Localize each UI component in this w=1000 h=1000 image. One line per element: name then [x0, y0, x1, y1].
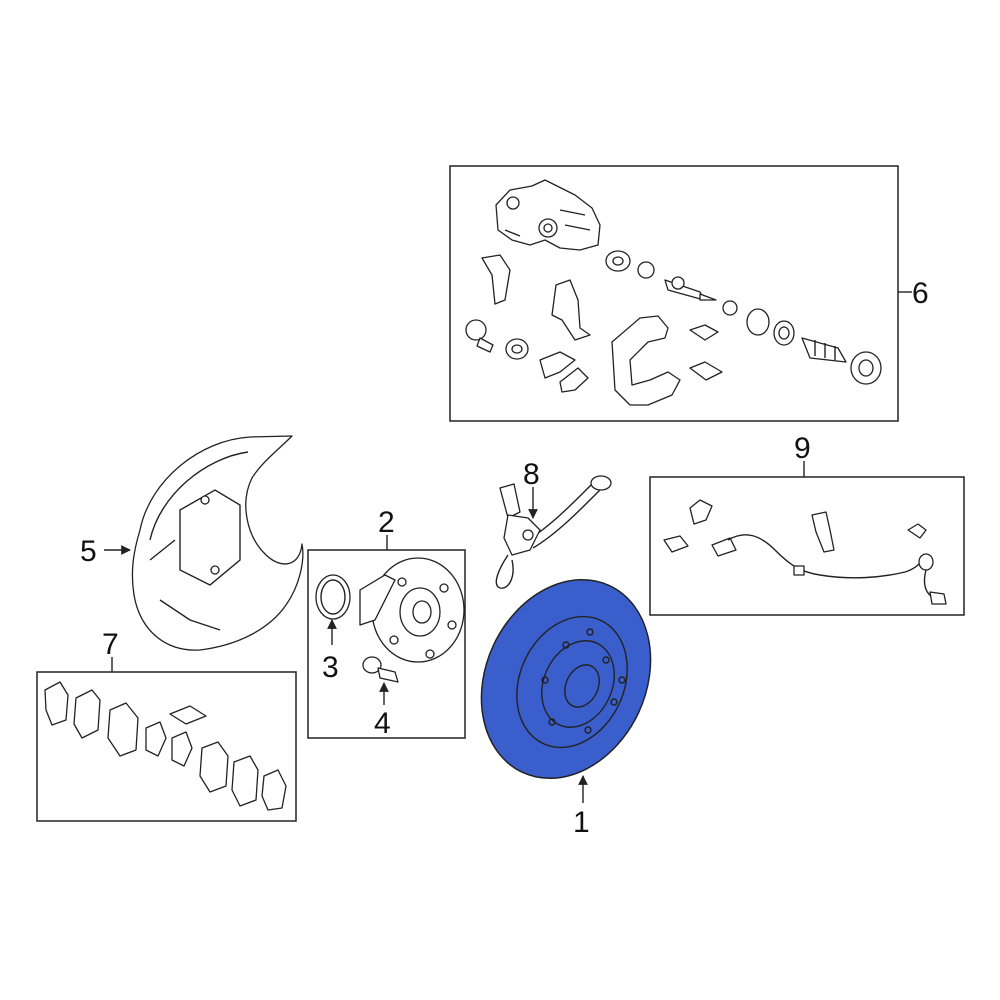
splash-shield-icon — [131, 435, 304, 651]
snap-ring-icon — [315, 574, 351, 620]
brake-pads-group[interactable]: 7 — [36, 628, 297, 822]
sensor-box — [649, 476, 965, 616]
callout-9: 9 — [794, 432, 811, 465]
brake-rotor-icon — [480, 578, 652, 780]
wheel-hub-icon — [359, 557, 465, 663]
caliper-assembly-group[interactable]: 6 — [449, 165, 929, 422]
callout-6: 6 — [912, 277, 929, 310]
brake-pads-icon — [44, 681, 287, 811]
splash-shield-group[interactable]: 5 — [80, 435, 304, 651]
callout-7: 7 — [102, 628, 119, 661]
callout-1: 1 — [573, 806, 590, 839]
callout-4: 4 — [374, 707, 391, 740]
brake-hose-group[interactable]: 8 — [495, 458, 612, 589]
brake-hose-icon — [495, 475, 612, 589]
pads-box — [36, 671, 297, 822]
callout-8: 8 — [523, 458, 540, 491]
callout-5: 5 — [80, 535, 97, 568]
hub-group[interactable]: 2 3 4 — [307, 506, 466, 740]
callout-3: 3 — [322, 651, 339, 684]
caliper-kit-box — [449, 165, 899, 422]
hub-bolt-icon — [362, 656, 399, 683]
caliper-assembly-icon — [465, 179, 882, 406]
rotor-disc — [480, 578, 652, 780]
brake-rotor-group[interactable]: 1 — [450, 552, 682, 839]
callout-2: 2 — [378, 506, 395, 539]
abs-sensor-icon — [663, 499, 947, 605]
abs-sensor-group[interactable]: 9 — [649, 432, 965, 616]
